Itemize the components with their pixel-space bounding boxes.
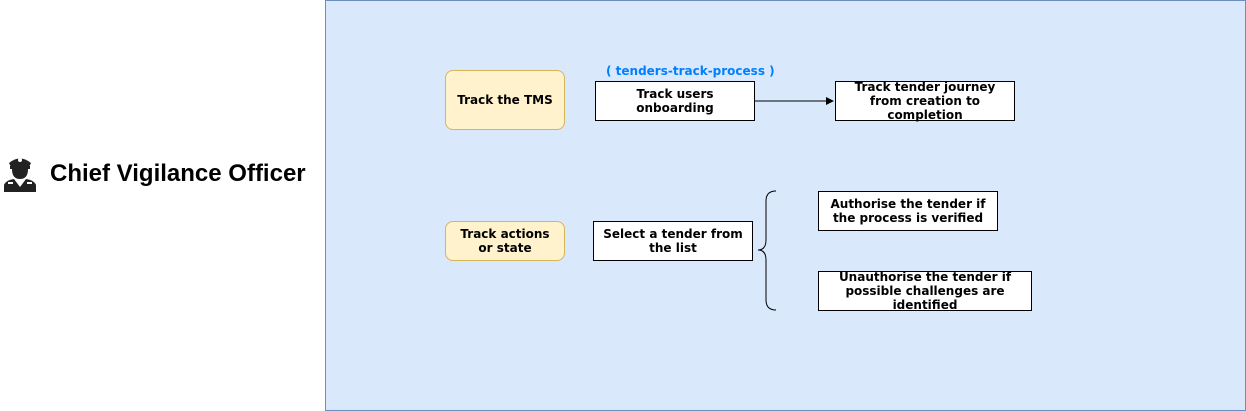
- step-track-users-onboarding[interactable]: Track users onboarding: [595, 81, 755, 121]
- actor-title: Chief Vigilance Officer: [50, 160, 306, 187]
- step-select-tender[interactable]: Select a tender from the list: [593, 221, 753, 261]
- action-track-actions-or-state[interactable]: Track actions or state: [445, 221, 565, 261]
- process-tag: ( tenders-track-process ): [606, 64, 775, 78]
- actor-header: Chief Vigilance Officer: [2, 150, 322, 198]
- diagram-canvas: [325, 0, 1246, 411]
- outcome-authorise-tender[interactable]: Authorise the tender if the process is v…: [818, 191, 998, 231]
- outcome-unauthorise-tender[interactable]: Unauthorise the tender if possible chall…: [818, 270, 1032, 312]
- officer-icon: [2, 154, 38, 194]
- step-track-tender-journey[interactable]: Track tender journey from creation to co…: [835, 80, 1015, 122]
- action-track-tms[interactable]: Track the TMS: [445, 70, 565, 130]
